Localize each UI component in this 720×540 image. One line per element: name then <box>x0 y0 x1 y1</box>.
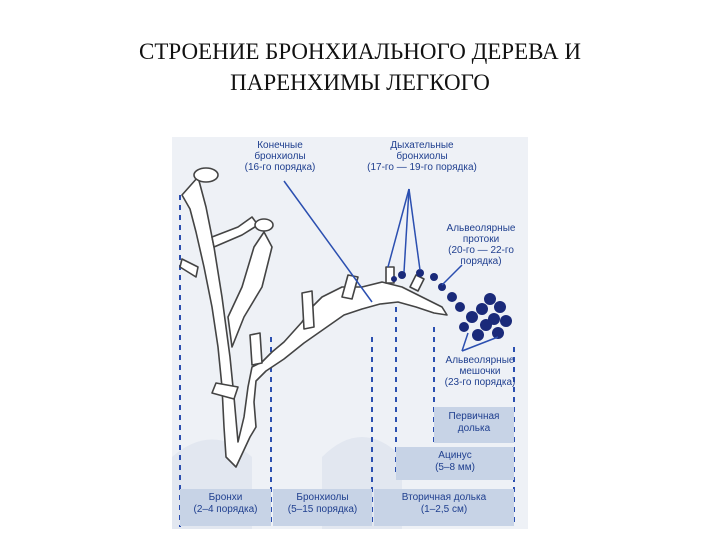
box-line: (1–2,5 см) <box>420 504 468 515</box>
box-line: долька <box>457 423 491 434</box>
branch <box>341 274 359 300</box>
branch <box>301 290 315 330</box>
label-line: мешочки <box>459 366 501 377</box>
label-line: (23-го порядка) <box>444 377 516 388</box>
box-line: Ацинус <box>438 450 472 461</box>
label-line: порядка) <box>460 256 502 267</box>
leader-line <box>461 332 469 352</box>
label-line: Альвеолярные <box>445 355 515 366</box>
label-line: Конечные <box>257 140 303 151</box>
label-line: бронхиолы <box>254 151 306 162</box>
box-line: (2–4 порядка) <box>193 504 258 515</box>
leader-line <box>408 188 421 271</box>
label-line: Альвеолярные <box>446 223 516 234</box>
terminal-bronchioles-label: Конечные бронхиолы (16-го порядка) <box>234 140 326 173</box>
box-line: Вторичная долька <box>401 492 487 503</box>
branch <box>409 274 425 292</box>
leader-line <box>461 336 499 352</box>
leader-lines <box>283 180 499 352</box>
leader-line <box>403 188 410 273</box>
alveolar-cluster <box>391 269 512 341</box>
slide-title: СТРОЕНИЕ БРОНХИАЛЬНОГО ДЕРЕВА И ПАРЕНХИМ… <box>0 36 720 98</box>
label-line: бронхиолы <box>396 151 448 162</box>
box-line: (5–15 порядка) <box>287 504 358 515</box>
bronchial-tree-diagram: Конечные бронхиолы (16-го порядка) Дыхат… <box>172 137 528 529</box>
branch <box>211 216 259 248</box>
title-line-2: ПАРЕНХИМЫ ЛЕГКОГО <box>230 70 490 95</box>
branch <box>211 382 239 400</box>
label-line: Дыхательные <box>390 140 454 151</box>
zone-guides <box>179 195 515 527</box>
bronchioles-box: Бронхиолы (5–15 порядка) <box>273 489 372 526</box>
branch <box>249 332 263 366</box>
label-line: (17-го — 19-го порядка) <box>367 162 477 173</box>
leader-line <box>283 180 373 303</box>
leader-line <box>441 264 463 286</box>
secondary-lobule-box: Вторичная долька (1–2,5 см) <box>374 489 514 526</box>
acinus-box: Ацинус (5–8 мм) <box>396 447 514 480</box>
bronchi-box: Бронхи (2–4 порядка) <box>180 489 271 526</box>
primary-lobule-box: Первичная долька <box>434 407 514 443</box>
alveolar-ducts-label: Альвеолярные протоки (20-го — 22-го поря… <box>436 223 526 267</box>
label-line: протоки <box>462 234 500 245</box>
branch <box>179 258 199 278</box>
label-line: (16-го порядка) <box>244 162 316 173</box>
box-line: Бронхи <box>208 492 243 503</box>
box-line: (5–8 мм) <box>435 462 475 473</box>
leader-line <box>387 188 410 268</box>
bronchus-opening <box>193 167 219 183</box>
box-line: Первичная <box>448 411 500 422</box>
box-line: Бронхиолы <box>296 492 349 503</box>
branch <box>227 231 273 348</box>
title-line-1: СТРОЕНИЕ БРОНХИАЛЬНОГО ДЕРЕВА И <box>138 39 582 64</box>
label-line: (20-го — 22-го <box>448 245 514 256</box>
respiratory-bronchioles-label: Дыхательные бронхиолы (17-го — 19-го пор… <box>352 140 492 173</box>
alveolar-sacs-label: Альвеолярные мешочки (23-го порядка) <box>434 355 526 388</box>
bronchial-tree <box>179 167 448 468</box>
bronchus-opening <box>254 218 274 232</box>
